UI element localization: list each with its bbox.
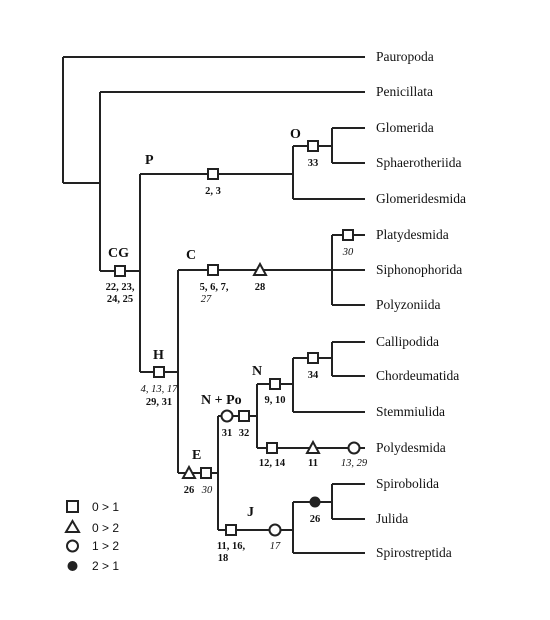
char-label-polydesmida-square: 12, 14 bbox=[259, 458, 286, 469]
legend-triangle-icon bbox=[64, 519, 81, 533]
taxon-penicillata: Penicillata bbox=[376, 84, 433, 99]
legend-square-icon bbox=[66, 500, 79, 513]
taxon-platydesmida: Platydesmida bbox=[376, 227, 449, 242]
clade-label-h: H bbox=[153, 348, 164, 363]
npo-square-marker bbox=[238, 410, 250, 422]
polydesmida-circle-marker bbox=[347, 441, 361, 455]
taxon-glomerida: Glomerida bbox=[376, 120, 434, 135]
legend: 0 > 1 0 > 2 1 > 2 2 > 1 bbox=[64, 500, 119, 573]
taxon-sphaerotheriida: Sphaerotheriida bbox=[376, 155, 461, 170]
taxon-spirobolida: Spirobolida bbox=[376, 476, 439, 491]
char-label-cg-2: 24, 25 bbox=[107, 294, 133, 305]
char-label-h-1: 4, 13, 17 bbox=[141, 384, 179, 395]
h-square-marker bbox=[153, 366, 165, 378]
taxon-siphonophorida: Siphonophorida bbox=[376, 262, 462, 277]
legend-dot-label: 2 > 1 bbox=[92, 559, 119, 573]
char-label-h-2: 29, 31 bbox=[146, 397, 172, 408]
taxon-stemmiulida: Stemmiulida bbox=[376, 404, 445, 419]
char-label-c-triangle: 28 bbox=[255, 282, 266, 293]
char-label-j-1: 11, 16, bbox=[217, 541, 246, 552]
char-label-polydesmida-circle: 13, 29 bbox=[341, 458, 368, 469]
e-triangle-marker bbox=[181, 464, 197, 479]
clade-label-j: J bbox=[247, 505, 254, 520]
npo-circle-marker bbox=[220, 409, 234, 423]
char-label-cg-1: 22, 23, bbox=[106, 282, 135, 293]
char-label-spirobolida-julida: 26 bbox=[310, 514, 321, 525]
callipodida-chordeumatida-square-marker bbox=[307, 352, 319, 364]
char-label-c-2: 27 bbox=[201, 294, 212, 305]
clade-label-cg: CG bbox=[108, 246, 129, 261]
clade-label-npo: N + Po bbox=[201, 393, 242, 408]
e-square-marker bbox=[200, 467, 212, 479]
char-label-p: 2, 3 bbox=[205, 186, 221, 197]
char-label-o: 33 bbox=[308, 158, 319, 169]
j-square-marker bbox=[225, 524, 237, 536]
char-label-npo-circle: 31 bbox=[222, 428, 233, 439]
char-label-n: 9, 10 bbox=[265, 395, 286, 406]
polydesmida-triangle-marker bbox=[305, 439, 321, 454]
clade-label-p: P bbox=[145, 153, 154, 168]
clade-label-e: E bbox=[192, 448, 201, 463]
taxon-labels: Pauropoda Penicillata Glomerida Sphaerot… bbox=[376, 49, 466, 560]
clade-label-o: O bbox=[290, 127, 301, 142]
j-circle-marker bbox=[268, 523, 282, 537]
char-label-e-square: 30 bbox=[201, 485, 213, 496]
taxon-spirostreptida: Spirostreptida bbox=[376, 545, 452, 560]
legend-triangle-label: 0 > 2 bbox=[92, 521, 119, 535]
taxon-polyzoniida: Polyzoniida bbox=[376, 297, 441, 312]
c-triangle-marker bbox=[252, 261, 268, 276]
polydesmida-square-marker bbox=[266, 442, 278, 454]
char-label-e-triangle: 26 bbox=[184, 485, 195, 496]
taxon-julida: Julida bbox=[376, 511, 408, 526]
taxon-glomeridesmida: Glomeridesmida bbox=[376, 191, 466, 206]
taxon-callipodida: Callipodida bbox=[376, 334, 439, 349]
char-label-callipodida-chordeumatida: 34 bbox=[308, 370, 319, 381]
n-square-marker bbox=[269, 378, 281, 390]
cg-square-marker bbox=[114, 265, 126, 277]
clade-labels: CG P O C H N N + Po E J bbox=[108, 127, 301, 520]
taxon-polydesmida: Polydesmida bbox=[376, 440, 446, 455]
spirobolida-julida-dot-marker bbox=[309, 496, 321, 508]
o-square-marker bbox=[307, 140, 319, 152]
legend-circle-icon bbox=[66, 539, 79, 553]
clade-label-c: C bbox=[186, 248, 196, 263]
p-square-marker bbox=[207, 168, 219, 180]
taxon-pauropoda: Pauropoda bbox=[376, 49, 434, 64]
tree-branches bbox=[62, 56, 365, 554]
char-label-npo-square: 32 bbox=[239, 428, 250, 439]
char-label-c-1: 5, 6, 7, bbox=[200, 282, 229, 293]
c-square-marker bbox=[207, 264, 219, 276]
char-label-j-2: 18 bbox=[218, 553, 229, 564]
clade-label-n: N bbox=[252, 364, 262, 379]
char-label-j-circle: 17 bbox=[270, 541, 281, 552]
character-markers bbox=[114, 140, 361, 537]
char-label-platydesmida: 30 bbox=[342, 247, 354, 258]
platydesmida-square-marker bbox=[342, 229, 354, 241]
taxon-chordeumatida: Chordeumatida bbox=[376, 368, 459, 383]
legend-dot-icon bbox=[67, 561, 78, 571]
character-labels: 22, 23, 24, 25 2, 3 33 30 5, 6, 7, 27 28… bbox=[106, 158, 368, 564]
char-label-polydesmida-triangle: 11 bbox=[308, 458, 318, 469]
legend-square-label: 0 > 1 bbox=[92, 500, 119, 514]
legend-circle-label: 1 > 2 bbox=[92, 539, 119, 553]
